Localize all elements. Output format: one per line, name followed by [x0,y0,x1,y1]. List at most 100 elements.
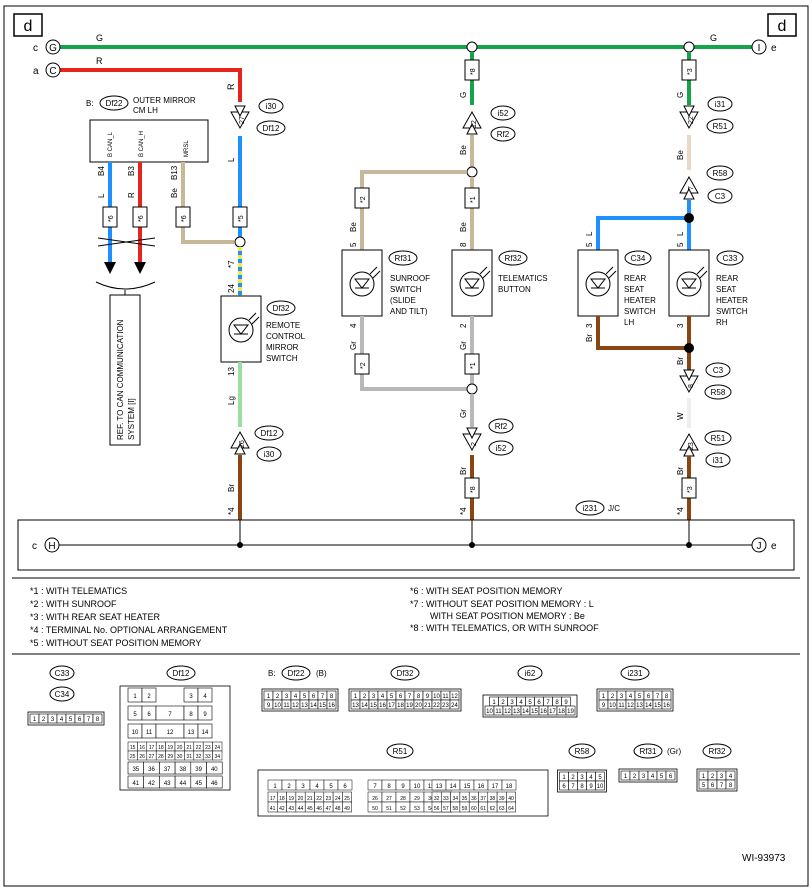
svg-text:3: 3 [620,694,624,700]
svg-text:CM LH: CM LH [133,106,158,115]
svg-text:*4: *4 [676,507,685,515]
svg-text:12: 12 [167,730,174,736]
diagram-frame [3,5,809,887]
svg-text:8: 8 [330,694,334,700]
svg-text:1: 1 [133,694,137,700]
svg-text:*3: *3 [687,486,694,493]
svg-text:2: 2 [471,442,478,446]
svg-text:Df32: Df32 [397,669,414,678]
svg-text:26: 26 [372,796,378,802]
svg-text:57: 57 [443,806,449,812]
svg-text:B CAN_H: B CAN_H [139,131,145,157]
svg-text:C33: C33 [55,669,70,678]
svg-text:42: 42 [148,781,155,787]
svg-text:e: e [771,43,777,54]
svg-text:17: 17 [270,796,276,802]
svg-text:17: 17 [388,703,395,709]
svg-text:15: 15 [464,784,471,790]
svg-text:22: 22 [196,745,202,751]
svg-text:REAR: REAR [716,274,738,283]
svg-text:*2: *2 [360,362,367,369]
svg-text:AND TILT): AND TILT) [390,307,428,316]
svg-text:19: 19 [168,745,174,751]
svg-text:TELEMATICS: TELEMATICS [498,274,548,283]
svg-text:16: 16 [328,703,335,709]
svg-text:i62: i62 [525,669,536,678]
svg-text:4: 4 [349,323,358,328]
svg-text:3: 3 [720,774,724,780]
svg-text:5: 5 [133,712,137,718]
svg-text:20: 20 [177,745,183,751]
svg-text:16: 16 [663,703,670,709]
svg-text:*3: *3 [687,68,694,75]
svg-text:2: 2 [633,774,637,780]
svg-text:23: 23 [205,745,211,751]
svg-text:20: 20 [415,703,422,709]
ref-can-box [109,294,141,446]
svg-text:45: 45 [307,806,313,812]
svg-text:H: H [48,541,55,552]
svg-text:9: 9 [602,703,606,709]
svg-text:15: 15 [370,703,377,709]
svg-text:10: 10 [486,709,493,715]
svg-text:10: 10 [609,703,616,709]
svg-text:19: 19 [288,796,294,802]
svg-text:54: 54 [428,806,434,812]
svg-text:17: 17 [549,709,556,715]
svg-text:*4: *4 [227,507,236,515]
svg-text:*6: *6 [181,215,188,222]
svg-text:28: 28 [158,754,164,760]
svg-text:15: 15 [319,703,326,709]
svg-text:24: 24 [215,745,221,751]
svg-text:53: 53 [414,806,420,812]
svg-text:15: 15 [531,709,538,715]
svg-text:13: 13 [636,703,643,709]
svg-text:SWITCH: SWITCH [266,354,298,363]
svg-text:2: 2 [363,694,367,700]
svg-text:3: 3 [642,774,646,780]
svg-text:i231: i231 [627,669,643,678]
svg-text:22: 22 [688,116,695,124]
svg-text:SWITCH: SWITCH [716,307,748,316]
svg-text:24: 24 [227,284,236,293]
svg-text:52: 52 [400,806,406,812]
svg-text:i52: i52 [498,109,509,118]
svg-text:C: C [49,66,56,77]
svg-text:14: 14 [202,730,209,736]
svg-text:38: 38 [180,767,187,773]
svg-text:5: 5 [598,775,602,781]
note-8: *8 : WITH TELEMATICS, OR WITH SUNROOF [410,623,599,633]
svg-text:26: 26 [139,754,145,760]
svg-text:LH: LH [624,318,634,327]
svg-text:33: 33 [205,754,211,760]
svg-text:43: 43 [288,806,294,812]
svg-text:R: R [96,56,103,66]
svg-text:i52: i52 [496,444,507,453]
svg-text:12: 12 [451,694,458,700]
svg-text:3: 3 [585,323,594,328]
svg-text:*6: *6 [108,215,115,222]
svg-text:i231: i231 [582,504,598,513]
svg-text:i30: i30 [264,450,275,459]
svg-text:9: 9 [401,784,405,790]
svg-text:MRSL: MRSL [184,140,190,157]
svg-text:58: 58 [452,806,458,812]
svg-text:Br: Br [676,467,685,475]
svg-text:4: 4 [381,694,385,700]
svg-text:SEAT: SEAT [624,285,644,294]
figure-id: WI-93973 [742,853,786,864]
svg-text:9: 9 [267,703,271,709]
svg-text:32: 32 [196,754,202,760]
svg-text:22: 22 [316,796,322,802]
svg-text:B13: B13 [170,165,179,180]
svg-text:2: 2 [287,784,291,790]
svg-text:2: 2 [276,694,280,700]
svg-text:35: 35 [462,796,468,802]
svg-text:32: 32 [434,796,440,802]
svg-text:6: 6 [537,700,541,706]
svg-text:L: L [97,193,106,198]
svg-text:SWITCH: SWITCH [390,285,422,294]
